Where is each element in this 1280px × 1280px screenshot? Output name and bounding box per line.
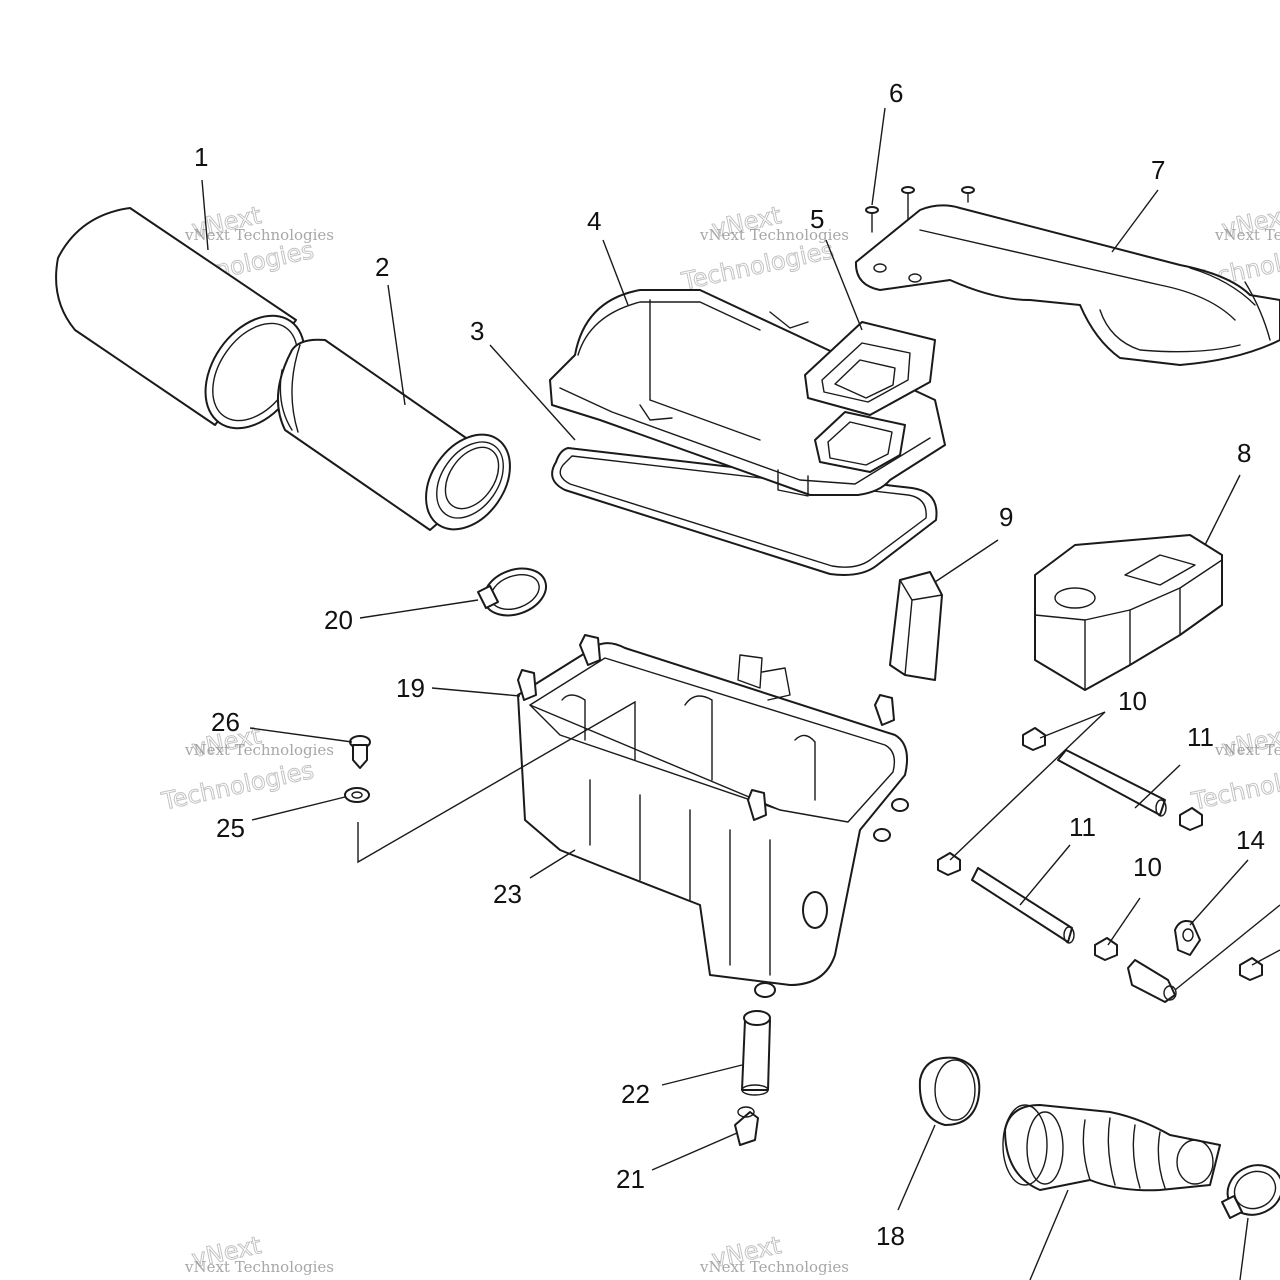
- part-8-foam-block: [1034, 534, 1223, 691]
- callout-26: 26: [211, 707, 240, 737]
- part-7-intake-duct: [854, 204, 1280, 366]
- callout-11-lower: 11: [1069, 812, 1096, 842]
- part-4-airbox-cover: [549, 289, 946, 497]
- callout-3: 3: [470, 316, 484, 346]
- part-26-bolt: [349, 735, 371, 769]
- callout-6: 6: [889, 78, 903, 108]
- part-9-foam-pad: [889, 571, 943, 681]
- callout-4: 4: [587, 206, 601, 236]
- leader-lines: [201, 107, 1280, 1280]
- part-21-drain-plug: [734, 1106, 759, 1146]
- callout-8: 8: [1237, 438, 1251, 468]
- part-22-drain-tube: [741, 1010, 771, 1096]
- watermark-line: vNext Technologies: [699, 226, 849, 244]
- callout-25: 25: [216, 813, 245, 843]
- callout-1: 1: [194, 142, 208, 172]
- part-2-air-filter: [276, 338, 511, 531]
- part-18-rubber-sleeve: [918, 1056, 981, 1126]
- watermark-line: vNext Technologies: [1214, 741, 1280, 759]
- part-3-gasket: [551, 447, 938, 576]
- watermark-line: vNext Technologies: [184, 741, 334, 759]
- watermark-line: vNext Technologies: [184, 1258, 334, 1276]
- watermark-word: Technologies: [679, 236, 837, 296]
- callout-2: 2: [375, 252, 389, 282]
- callout-20: 20: [324, 605, 353, 635]
- callout-7: 7: [1151, 155, 1165, 185]
- callout-23: 23: [493, 879, 522, 909]
- callout-14: 14: [1236, 825, 1265, 855]
- callout-10-upper: 10: [1118, 686, 1147, 716]
- callout-5: 5: [810, 204, 824, 234]
- part-10-small-clamps: [937, 727, 1263, 981]
- part-23-airbox-base: [517, 642, 909, 998]
- callout-18: 18: [876, 1221, 905, 1251]
- part-clamp-right: [1221, 1164, 1280, 1219]
- callout-10-lower: 10: [1133, 852, 1162, 882]
- part-14-fitting: [1127, 920, 1201, 1003]
- callout-21: 21: [616, 1164, 645, 1194]
- part-25-washer: [344, 787, 370, 803]
- watermark-line: vNext Technologies: [699, 1258, 849, 1276]
- callout-19: 19: [396, 673, 425, 703]
- part-11-hoses: [971, 749, 1167, 944]
- watermark-line: vNext Technologies: [1214, 226, 1280, 244]
- part-19-clips: [517, 634, 895, 821]
- watermark-word: Technologies: [159, 756, 317, 816]
- callout-labels: 1 2 3 4 5 6 7 8 9 10 10 11 11 14 18 19 2…: [194, 78, 1265, 1251]
- watermark-word: Technologies: [1189, 756, 1280, 816]
- callout-9: 9: [999, 502, 1013, 532]
- part-20-hose-clamp: [477, 567, 547, 617]
- part-17-intake-boot: [1002, 1104, 1221, 1192]
- part-5-seal-plate: [804, 321, 936, 416]
- callout-11-upper: 11: [1187, 722, 1214, 752]
- watermark-line: vNext Technologies: [184, 226, 334, 244]
- callout-22: 22: [621, 1079, 650, 1109]
